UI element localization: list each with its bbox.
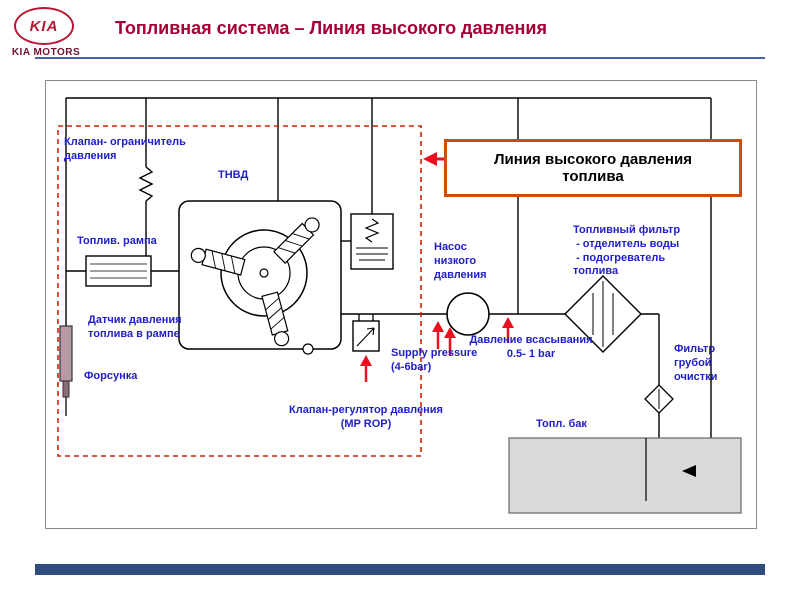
- fuel-tank: [508, 437, 742, 514]
- injector: [59, 325, 73, 416]
- label-low-pressure-pump: Насос низкого давления: [434, 241, 487, 281]
- label-coarse-filter: Фильтр грубой очистки: [674, 343, 718, 383]
- header-divider: [35, 57, 765, 59]
- kia-logo: KIA: [14, 7, 74, 45]
- label-fuel-filter: Топливный фильтр - отделитель воды - под…: [573, 224, 681, 278]
- label-fuel-rail: Топлив. рампа: [77, 235, 157, 247]
- footer-bar: [35, 564, 765, 575]
- low-pressure-pump: [446, 292, 490, 336]
- label-fuel-tank: Топл. бак: [536, 418, 587, 430]
- kia-motors-wordmark: KIA MOTORS: [11, 47, 81, 58]
- callout-text: Линия высокого давления топлива: [494, 151, 692, 185]
- label-pressure-regulator: Клапан-регулятор давления (MP ROP): [289, 404, 443, 430]
- kia-logo-text: KIA: [29, 17, 59, 35]
- fuel-filter: [564, 275, 642, 353]
- fuel-rail: [85, 255, 152, 287]
- high-pressure-pump: [178, 200, 342, 355]
- schematic-drawing: [57, 97, 742, 514]
- coarse-filter: [644, 384, 674, 414]
- label-suction-pressure: Давление всасывания 0.5- 1 bar: [469, 334, 593, 360]
- pressure-regulator-valve: [352, 314, 380, 352]
- page-title: Топливная система – Линия высокого давле…: [115, 18, 547, 38]
- label-rail-pressure-sensor: Датчик давления топлива в рампе: [88, 314, 182, 340]
- label-supply-pressure: Supply pressure (4-6bar): [391, 347, 478, 373]
- pressure-arrows: [360, 317, 514, 382]
- label-tnvd: ТНВД: [218, 169, 249, 181]
- label-injector: Форсунка: [84, 370, 138, 382]
- high-pressure-boundary: [57, 125, 422, 457]
- callout-high-pressure-line: Линия высокого давления топлива: [444, 139, 742, 197]
- diagram-canvas: Линия высокого давления топлива Клапан- …: [45, 80, 757, 529]
- label-pressure-limiter: Клапан- ограничитель давления: [64, 136, 186, 162]
- overflow-valve: [350, 213, 394, 270]
